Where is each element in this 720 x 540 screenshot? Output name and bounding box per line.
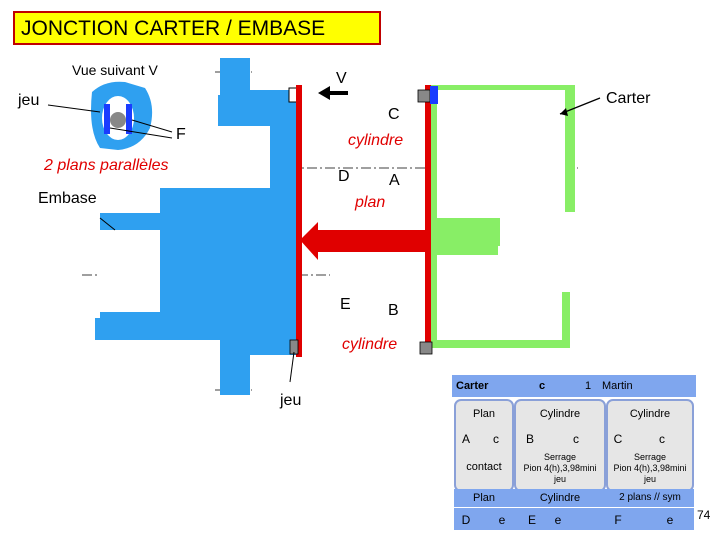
- foot-e-e: e: [554, 513, 562, 527]
- foot-head-cylindre: Cylindre: [539, 492, 581, 504]
- row1-a: A: [461, 432, 470, 446]
- label-plan: plan: [355, 194, 386, 211]
- label-v: V: [336, 70, 347, 87]
- pill-cylindre-1: [514, 399, 606, 492]
- col-head-plan: Plan: [472, 408, 496, 420]
- col-head-cylindre-1: Cylindre: [539, 408, 581, 420]
- row2-serrage-1: Serrage: [543, 452, 577, 462]
- view-v-pin-left: [104, 104, 110, 134]
- label-cylindre-bottom: cylindre: [342, 336, 398, 353]
- page-title: JONCTION CARTER / EMBASE: [21, 17, 326, 40]
- label-carter: Carter: [606, 90, 651, 107]
- row1-b: B: [525, 432, 534, 446]
- label-plans-paralleles: 2 plans parallèles: [44, 157, 169, 174]
- row1-c-c: c: [659, 432, 665, 446]
- table-header-bg: [452, 375, 696, 397]
- bottom-pin: [419, 341, 433, 355]
- foot-f: F: [614, 513, 622, 527]
- embase-recess: [220, 130, 268, 186]
- view-v-center: [110, 112, 126, 128]
- leader-f2: [109, 127, 173, 139]
- carter-face-line: [425, 85, 431, 348]
- leader-embase: [99, 217, 116, 231]
- label-c: C: [388, 106, 400, 123]
- label-box-e: [334, 292, 370, 318]
- label-b: B: [388, 302, 399, 319]
- leader-f: [131, 119, 173, 133]
- table-header-carter: Carter: [456, 380, 489, 392]
- table-header-martin: Martin: [602, 380, 633, 392]
- label-jeu-top: jeu: [18, 92, 40, 109]
- table-header-c: c: [538, 380, 546, 392]
- label-a: A: [389, 172, 400, 189]
- top-pin-blue: [430, 86, 438, 104]
- row1-c: C: [613, 432, 623, 446]
- foot-e: E: [527, 513, 536, 527]
- row2-serrage-2: Serrage: [633, 452, 667, 462]
- page-number: 74: [697, 508, 711, 522]
- pill-plan: [454, 399, 514, 492]
- bottom-embase-pin: [289, 339, 299, 355]
- embase-bore: [100, 230, 160, 312]
- liaison-table: Carter c 1 Martin Plan Cylindre Cylindre…: [452, 375, 696, 530]
- row1-a-c: c: [493, 432, 499, 446]
- top-pin: [417, 89, 431, 103]
- label-e: E: [340, 296, 351, 313]
- label-jeu-bottom: jeu: [280, 392, 302, 409]
- carter-bore: [437, 90, 565, 218]
- title-box: JONCTION CARTER / EMBASE: [13, 11, 381, 45]
- carter-lower-bore: [437, 255, 562, 340]
- label-d: D: [338, 168, 350, 185]
- embase-notch: [288, 87, 298, 103]
- row1-b-c: c: [573, 432, 579, 446]
- row2-jeu-2: jeu: [643, 474, 656, 484]
- foot-head-2plans: 2 plans // sym: [619, 492, 681, 503]
- v-arrow: [318, 86, 348, 100]
- foot-d: D: [461, 513, 471, 527]
- embase-face-line: [296, 85, 302, 357]
- label-embase: Embase: [38, 190, 97, 207]
- foot-row-bg: [454, 508, 694, 530]
- leader-jeu-top: [47, 104, 101, 113]
- label-cylindre-top: cylindre: [348, 132, 404, 149]
- row2-contact: contact: [466, 461, 502, 473]
- foot-head-plan: Plan: [472, 492, 496, 504]
- foot-head-bg: [454, 489, 694, 507]
- row2-pion-2: Pion 4(h),3,98mini: [613, 463, 687, 473]
- force-arrow: [300, 222, 425, 260]
- table-header-1: 1: [584, 380, 592, 392]
- view-v-pin-right: [126, 104, 132, 134]
- foot-f-e: e: [666, 513, 674, 527]
- row2-pion-1: Pion 4(h),3,98mini: [523, 463, 597, 473]
- label-vue-suivant: Vue suivant V: [72, 62, 158, 78]
- label-f: F: [176, 126, 186, 143]
- row2-jeu-1: jeu: [553, 474, 566, 484]
- leader-jeu-bottom: [289, 351, 295, 383]
- foot-d-e: e: [498, 513, 506, 527]
- col-head-cylindre-2: Cylindre: [629, 408, 671, 420]
